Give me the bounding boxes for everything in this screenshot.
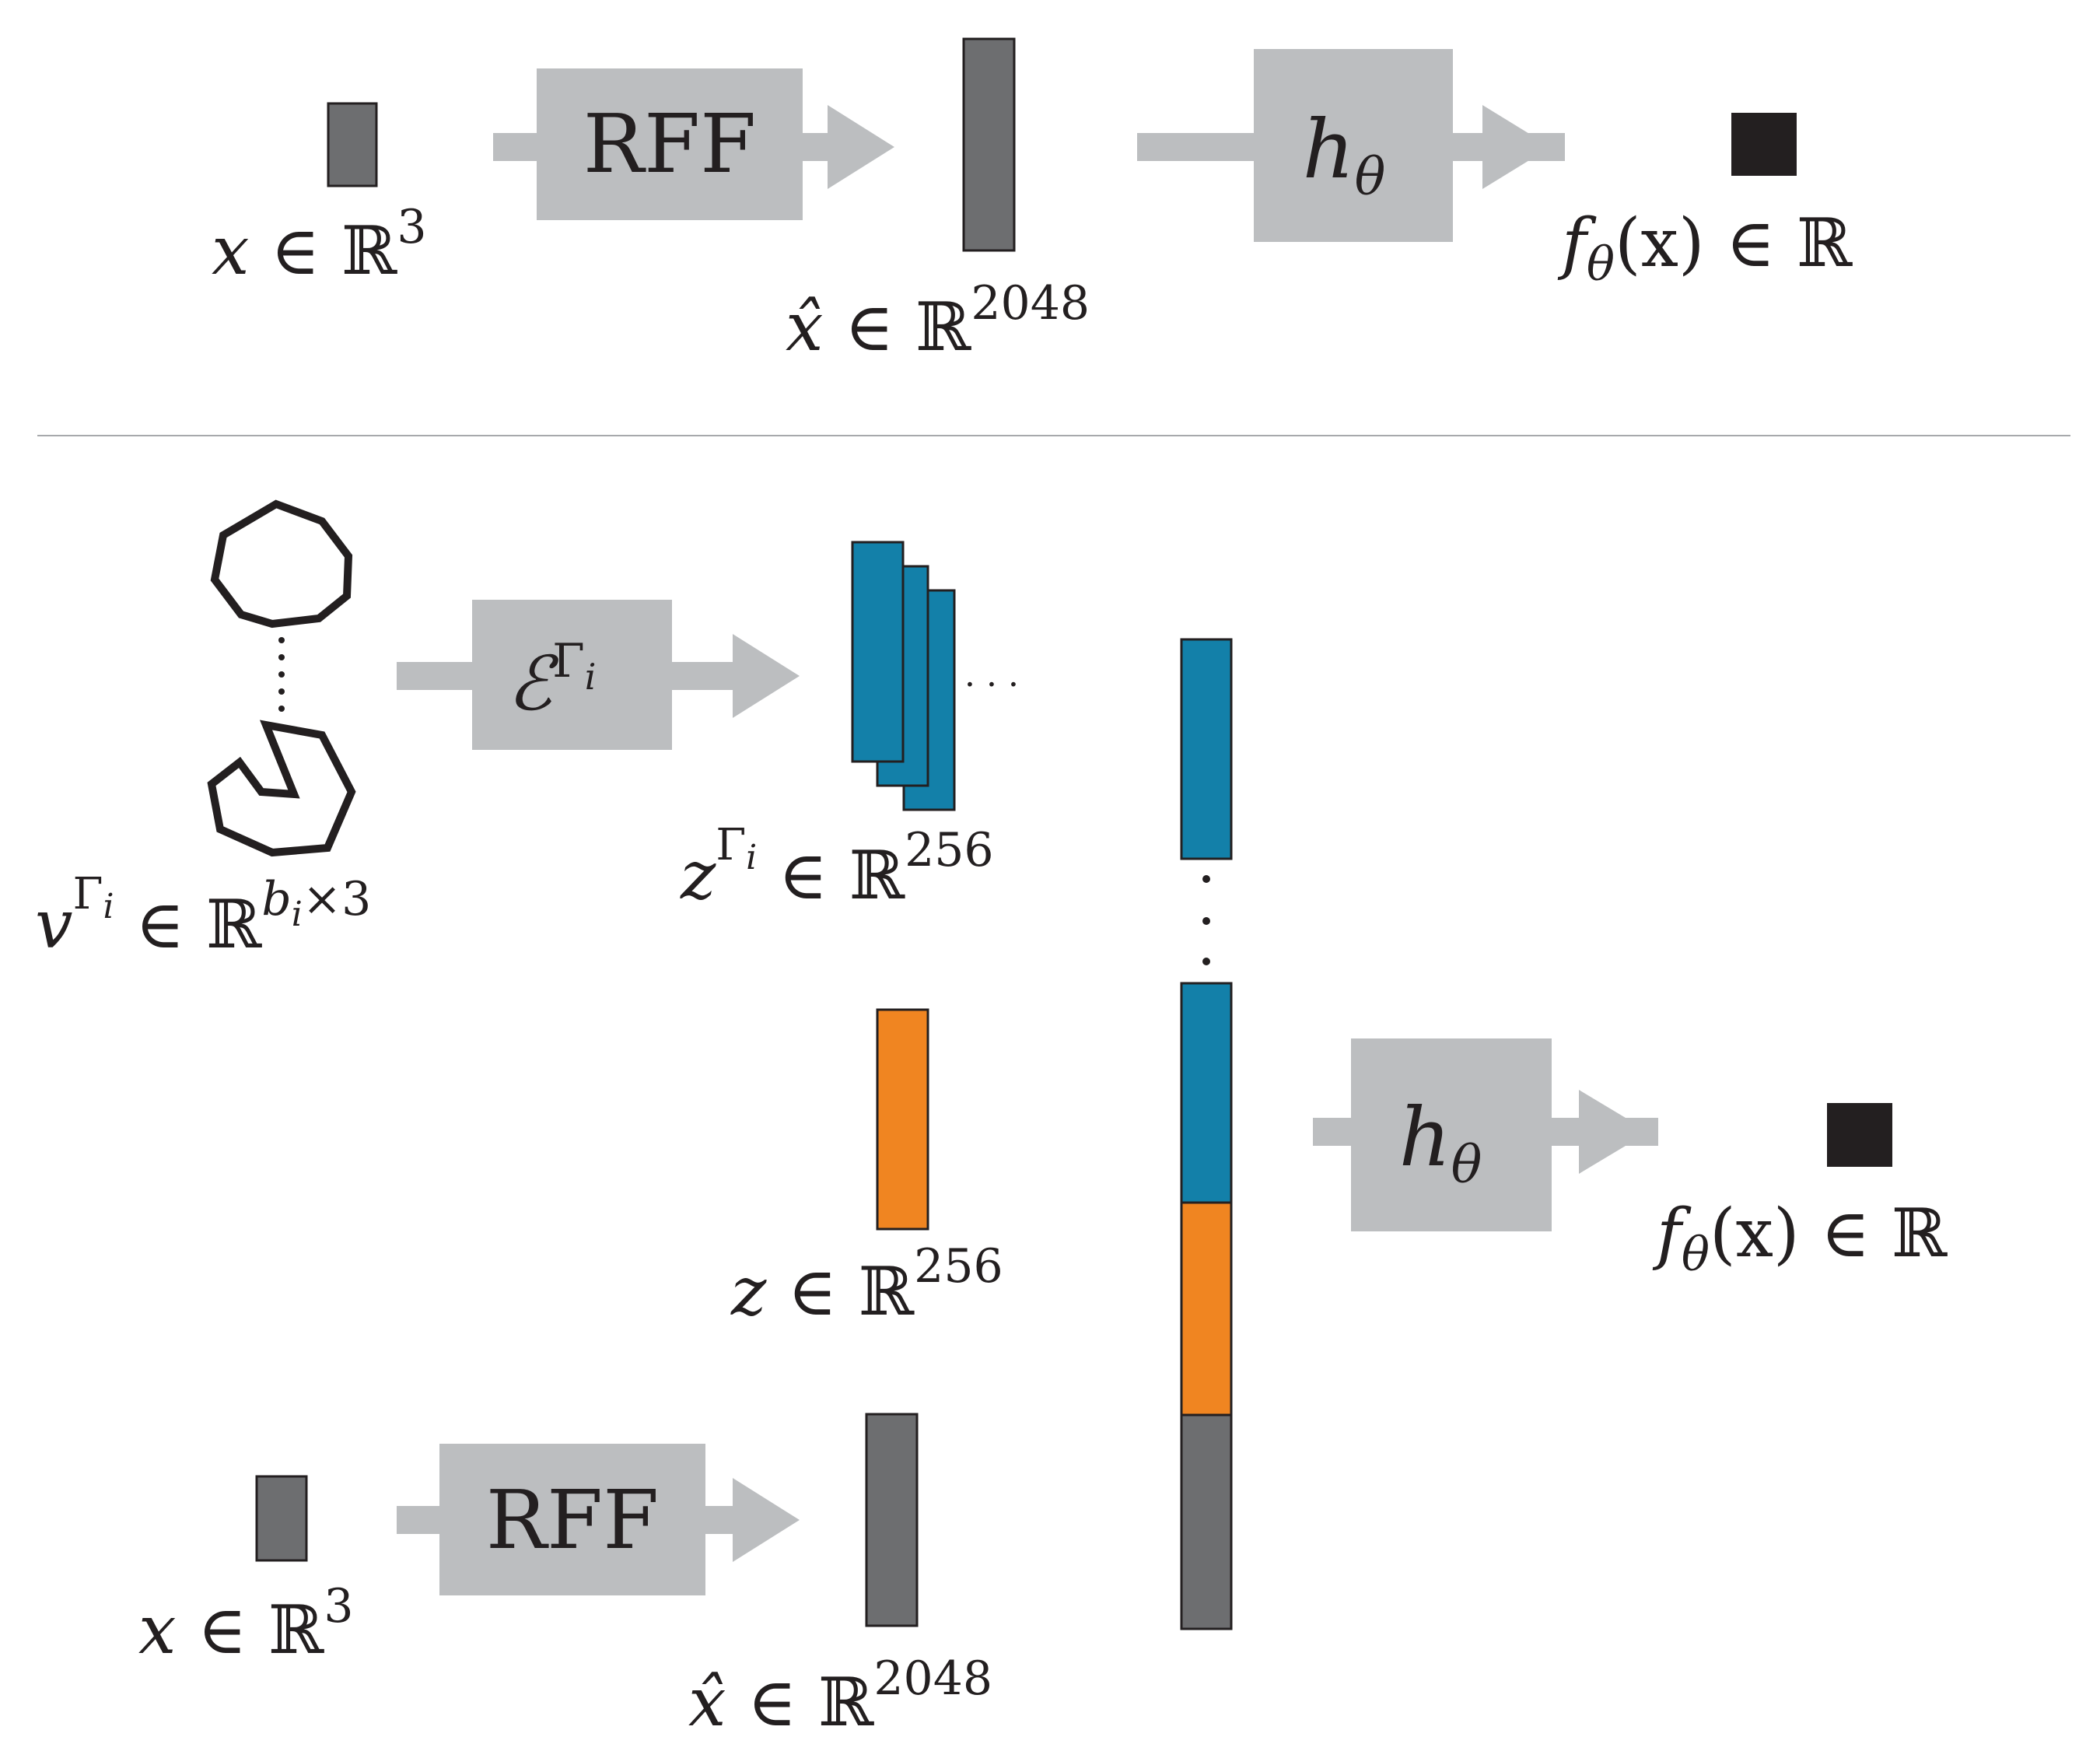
concat-segment-z <box>1180 1201 1233 1417</box>
concat-segment-latent-last <box>1180 982 1233 1204</box>
top-pipeline: x ∈ ℝ3 RFF x̂ ∈ ℝ2048 hθ fθ(x) ∈ ℝ <box>212 37 1853 366</box>
top-encoded-vector <box>962 37 1016 252</box>
concat-segment-latent-first <box>1180 638 1233 860</box>
boundary-shape-notched <box>207 720 356 857</box>
top-output-label: fθ(x) ∈ ℝ <box>1557 205 1853 292</box>
bottom-encoded-vector <box>865 1413 919 1627</box>
bottom-input-label: x ∈ ℝ3 <box>138 1579 354 1669</box>
top-rff-block <box>537 68 803 220</box>
bottom-h-label: hθ <box>1399 1090 1482 1195</box>
top-h-block <box>1254 49 1453 242</box>
concat-segment-encoded-x <box>1180 1413 1233 1630</box>
boundary-label: vΓi ∈ ℝbi×3 <box>35 869 371 964</box>
concat-vertical-ellipsis <box>1202 875 1210 965</box>
latent-ellipsis: · · · <box>964 665 1019 705</box>
bottom-output-square <box>1827 1103 1892 1167</box>
bottom-encoded-label: x̂ ∈ ℝ2048 <box>688 1651 992 1742</box>
z-vector <box>876 1008 929 1231</box>
top-encoded-label: x̂ ∈ ℝ2048 <box>786 276 1090 366</box>
bottom-input-vector <box>255 1475 308 1562</box>
bottom-pipeline: vΓi ∈ ℝbi×3 ℰΓi · · · zΓi ∈ ℝ256 z ∈ ℝ25… <box>35 499 1948 1742</box>
concatenated-vector <box>1180 638 1233 1630</box>
top-input-vector <box>327 102 378 187</box>
top-input-label: x ∈ ℝ3 <box>212 200 427 290</box>
latent-vector-1 <box>851 541 905 763</box>
boundary-vertical-ellipsis <box>278 637 285 712</box>
bottom-output-label: fθ(x) ∈ ℝ <box>1652 1195 1948 1282</box>
top-rff-label: RFF <box>583 96 757 191</box>
latent-label: zΓi ∈ ℝ256 <box>680 820 994 915</box>
z-label: z ∈ ℝ256 <box>730 1239 1003 1331</box>
encoder-label: ℰΓi <box>507 634 596 727</box>
top-output-square <box>1731 113 1797 176</box>
bottom-rff-block <box>439 1444 705 1595</box>
bottom-h-block <box>1351 1038 1552 1231</box>
top-h-label: hθ <box>1303 102 1386 207</box>
encoder-block <box>472 600 672 750</box>
boundary-shape-circle <box>210 499 353 629</box>
bottom-rff-label: RFF <box>486 1473 660 1567</box>
